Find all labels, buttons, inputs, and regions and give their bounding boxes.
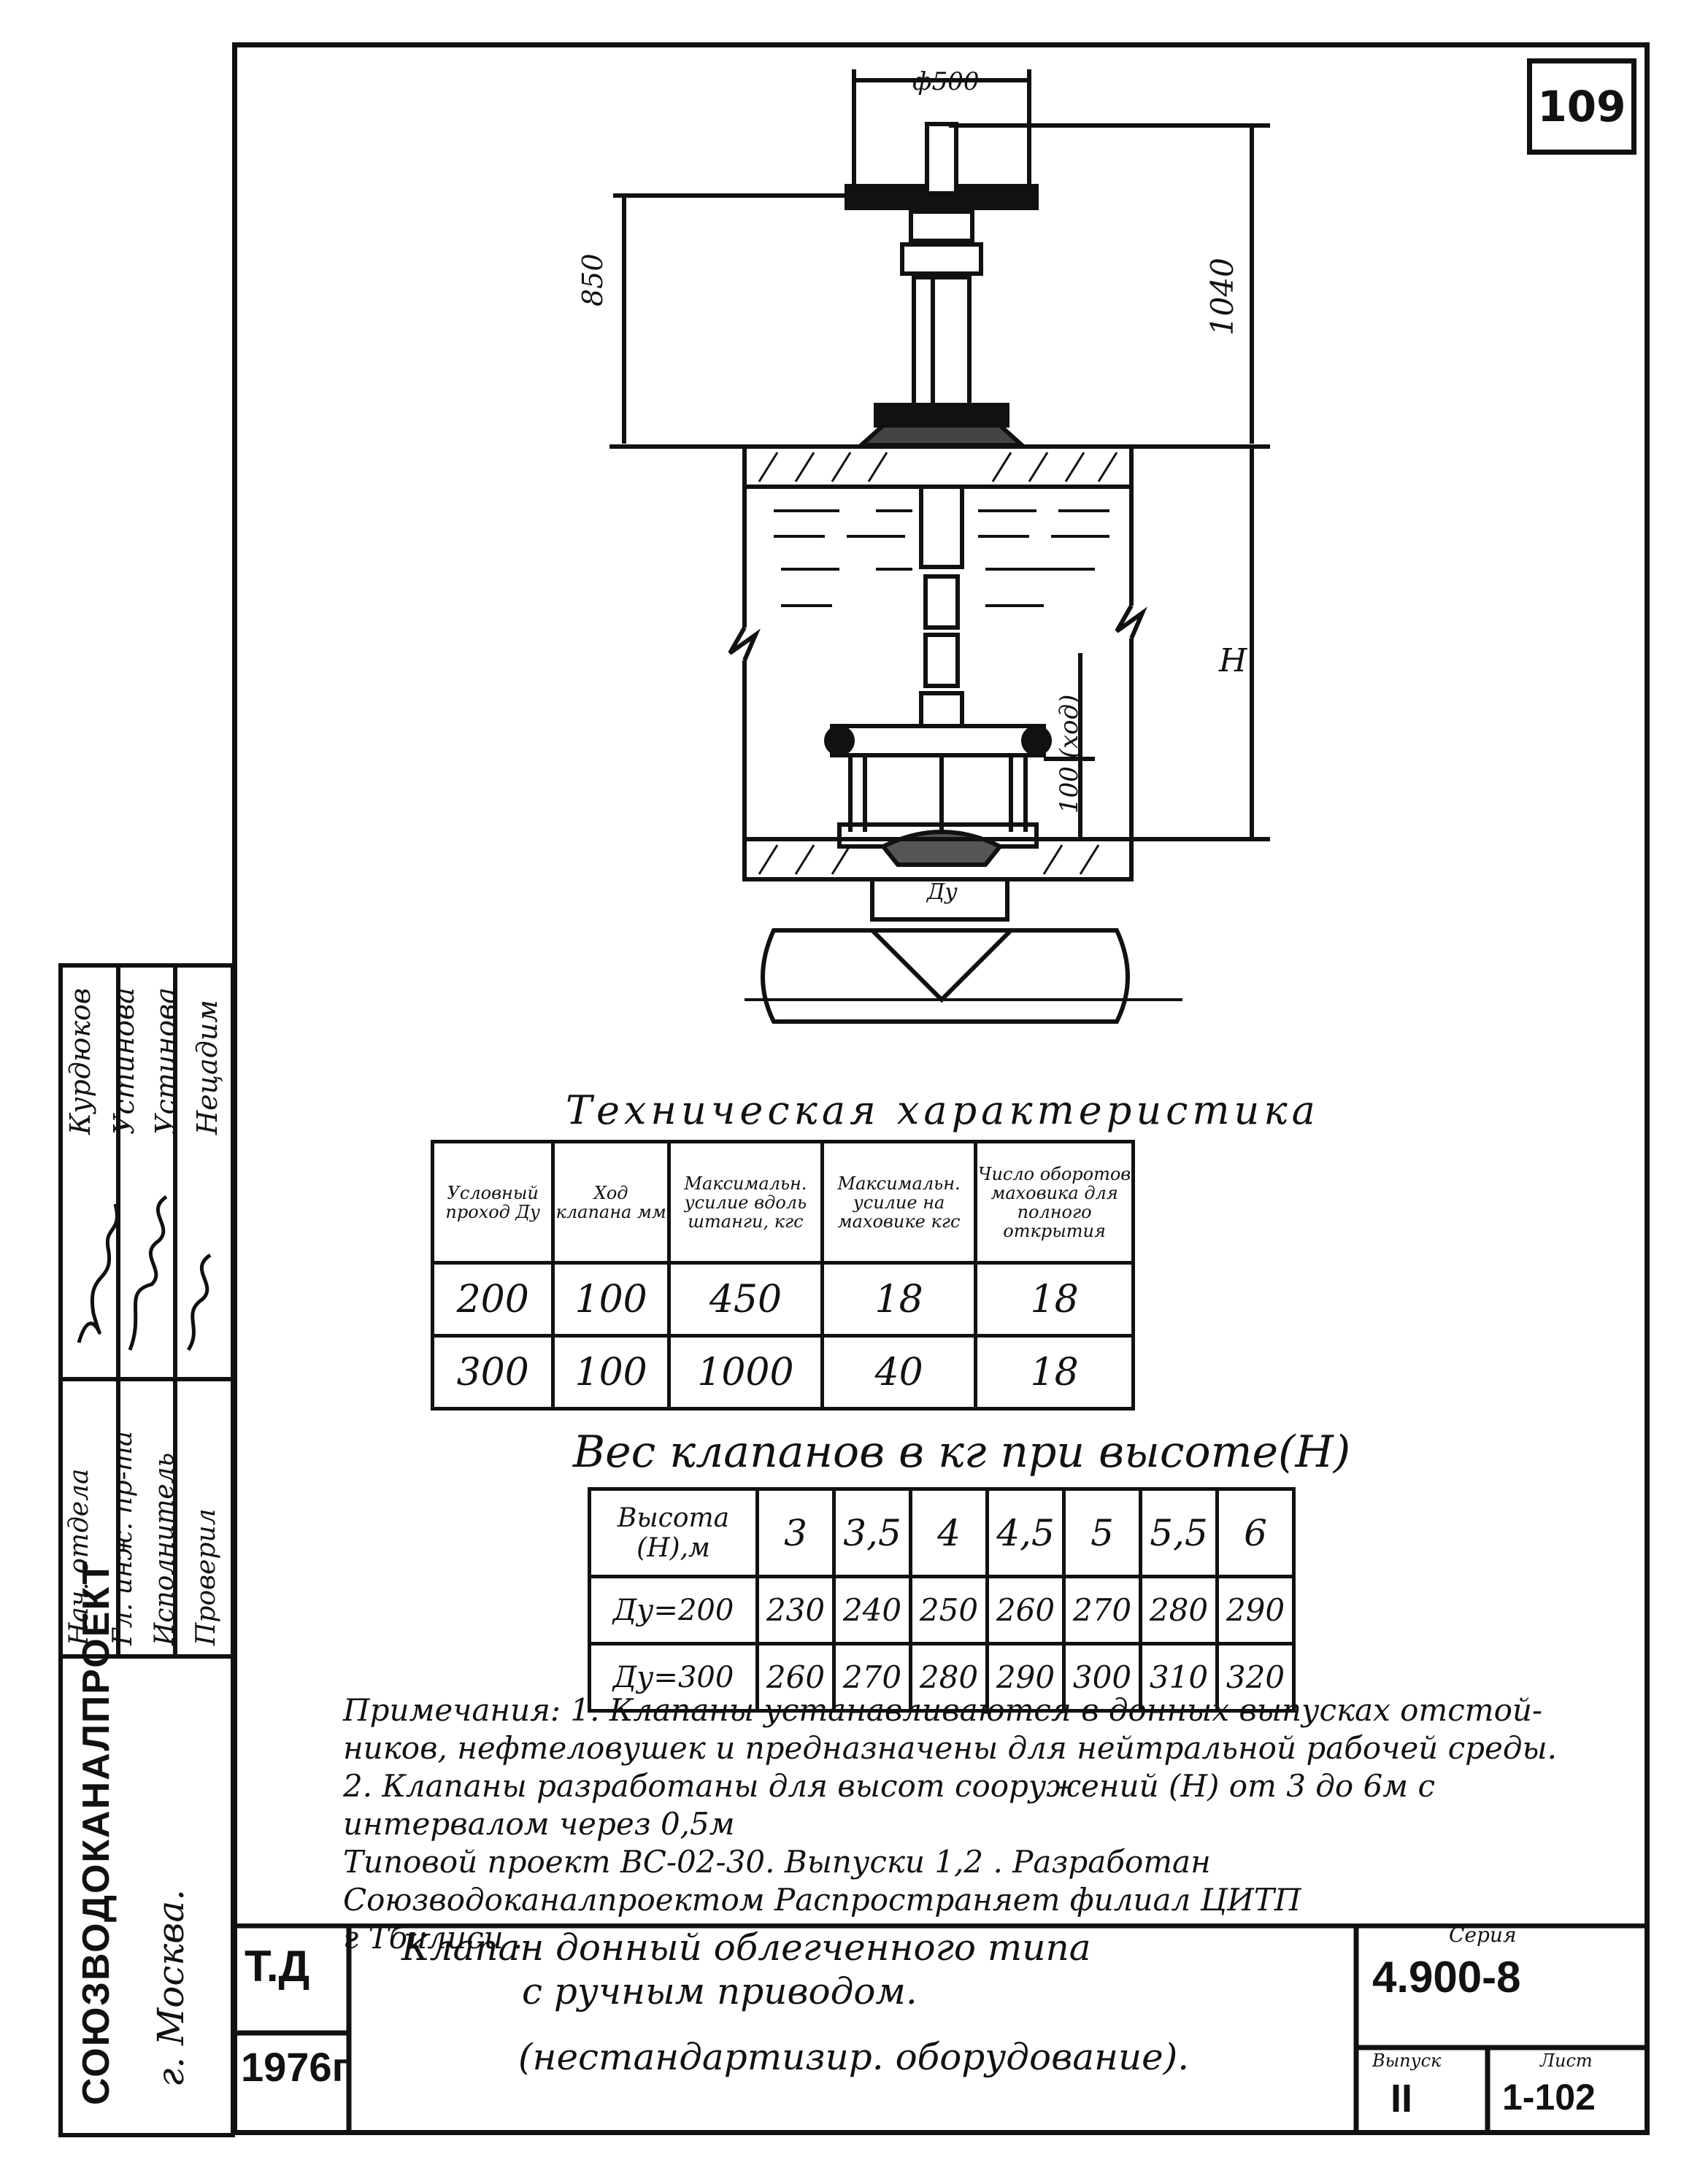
weights-cell: 280 bbox=[1139, 1575, 1219, 1645]
weights-cell: 290 bbox=[1215, 1575, 1296, 1645]
tech-cell: 18 bbox=[974, 1261, 1135, 1338]
tech-cell: 18 bbox=[974, 1334, 1135, 1411]
weights-height-cell: 3 bbox=[755, 1487, 836, 1578]
stamp-name: Устинова bbox=[150, 987, 182, 1135]
dim-stroke-label: 100 (ход) bbox=[1055, 694, 1084, 814]
note-line: ников, нефтеловушек и предназначены для … bbox=[343, 1730, 1558, 1766]
series-label: Серия bbox=[1449, 1923, 1517, 1947]
stamp-role: Проверил bbox=[191, 1508, 221, 1645]
tech-header-cell: Ход клапана мм bbox=[551, 1140, 671, 1265]
weights-cell: 270 bbox=[1062, 1575, 1142, 1645]
weights-cell: 300 bbox=[1062, 1642, 1142, 1713]
note-line: Типовой проект ВС-02-30. Выпуски 1,2 . Р… bbox=[343, 1844, 1211, 1880]
dim-h-label: H bbox=[1219, 642, 1247, 679]
tech-cell: 1000 bbox=[666, 1334, 825, 1411]
title-line: с ручным приводом. bbox=[522, 1970, 918, 2013]
stamp-city: г. Москва. bbox=[150, 1888, 192, 2087]
title-year: 1976г bbox=[241, 2044, 349, 2090]
sheet-value: 1-102 bbox=[1502, 2077, 1596, 2118]
weights-height-cell: 6 bbox=[1215, 1487, 1296, 1578]
dim-850-label: 850 bbox=[577, 253, 609, 306]
table-row: Ду=300 260 270 280 290 300 310 320 bbox=[588, 1642, 1296, 1713]
weights-cell: 260 bbox=[755, 1642, 836, 1713]
weights-cell: 280 bbox=[909, 1642, 989, 1713]
stamp-name: Курдюков bbox=[64, 987, 96, 1135]
tech-cell: 200 bbox=[430, 1261, 555, 1338]
weights-row-label: Ду=300 bbox=[588, 1642, 759, 1713]
weights-height-cell: 4 bbox=[909, 1487, 989, 1578]
title-td: Т.Д bbox=[245, 1942, 310, 1991]
tech-title: Техническая характеристика bbox=[566, 1087, 1320, 1133]
weights-height-cell: 5 bbox=[1062, 1487, 1142, 1578]
weights-height-cell: 3,5 bbox=[832, 1487, 912, 1578]
title-line: Клапан донный облегченного типа bbox=[401, 1926, 1091, 1969]
tech-cell: 100 bbox=[551, 1261, 671, 1338]
weights-cell: 290 bbox=[985, 1642, 1066, 1713]
tech-cell: 40 bbox=[820, 1334, 978, 1411]
note-line: 2. Клапаны разработаны для высот сооруже… bbox=[343, 1768, 1435, 1804]
note-line: Союзводоканалпроектом Распространяет фил… bbox=[343, 1882, 1301, 1918]
tech-header-cell: Число оборотов маховика для полного откр… bbox=[974, 1140, 1135, 1265]
stamp-name: Нецадим bbox=[191, 1000, 223, 1135]
dim-dy-label: Ду bbox=[927, 879, 958, 905]
weights-cell: 260 bbox=[985, 1575, 1066, 1645]
weights-height-cell: 5,5 bbox=[1139, 1487, 1219, 1578]
table-row: 200 100 450 18 18 bbox=[430, 1261, 1135, 1338]
tech-header-cell: Максимальн. усилие на маховике кгс bbox=[820, 1140, 978, 1265]
tech-header-cell: Максимальн. усилие вдоль штанги, кгс bbox=[666, 1140, 825, 1265]
table-row: 300 100 1000 40 18 bbox=[430, 1334, 1135, 1411]
notes: Примечания: 1. Клапаны устанавливаются в… bbox=[343, 1691, 1628, 1957]
tech-cell: 300 bbox=[430, 1334, 555, 1411]
table-row: Ду=200 230 240 250 260 270 280 290 bbox=[588, 1575, 1296, 1645]
weights-cell: 230 bbox=[755, 1575, 836, 1645]
tech-cell: 100 bbox=[551, 1334, 671, 1411]
weights-cell: 320 bbox=[1215, 1642, 1296, 1713]
weights-title: Вес клапанов в кг при высоте(H) bbox=[573, 1427, 1351, 1478]
dim-1040-label: 1040 bbox=[1204, 258, 1240, 336]
issue-value: II bbox=[1390, 2077, 1413, 2121]
weights-row-label: Ду=200 bbox=[588, 1575, 759, 1645]
sheet-number: 109 bbox=[1527, 58, 1636, 155]
weights-cell: 240 bbox=[832, 1575, 912, 1645]
weights-height-cell: 4,5 bbox=[985, 1487, 1066, 1578]
sheet-label: Лист bbox=[1540, 2050, 1593, 2071]
valve-drawing bbox=[609, 69, 1270, 1024]
weights-cell: 310 bbox=[1139, 1642, 1219, 1713]
issue-label: Выпуск bbox=[1372, 2050, 1442, 2071]
series-value: 4.900-8 bbox=[1372, 1953, 1521, 2002]
tech-header-cell: Условный проход Ду bbox=[430, 1140, 555, 1265]
stamp-name: Устинова bbox=[108, 987, 140, 1135]
signature-scribbles bbox=[77, 1195, 212, 1351]
side-stamp-frame bbox=[58, 963, 235, 2137]
tech-cell: 450 bbox=[666, 1261, 825, 1338]
weights-cell: 270 bbox=[832, 1642, 912, 1713]
title-block-frame bbox=[232, 1923, 1650, 2135]
weights-table: Высота (H),м 3 3,5 4 4,5 5 5,5 6 Ду=200 … bbox=[588, 1487, 1296, 1713]
weights-header-label: Высота (H),м bbox=[588, 1487, 759, 1578]
handwheel-diameter-label: ф500 bbox=[912, 67, 980, 96]
weights-cell: 250 bbox=[909, 1575, 989, 1645]
title-line: (нестандартизир. оборудование). bbox=[518, 2036, 1190, 2078]
tech-cell: 18 bbox=[820, 1261, 978, 1338]
tech-table: Условный проход Ду Ход клапана мм Максим… bbox=[430, 1140, 1135, 1411]
note-line: Примечания: 1. Клапаны устанавливаются в… bbox=[343, 1692, 1543, 1728]
stamp-role: Исполнитель bbox=[150, 1452, 180, 1645]
stamp-org: СОЮЗВОДОКАНАЛПРОЕКТ bbox=[75, 1559, 118, 2105]
note-line: интервалом через 0,5м bbox=[343, 1806, 735, 1842]
